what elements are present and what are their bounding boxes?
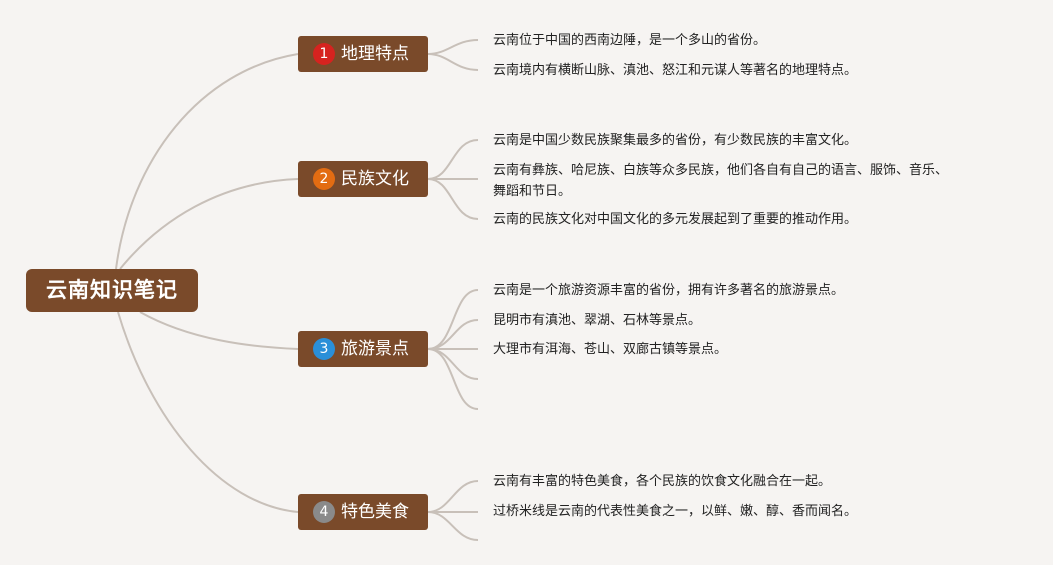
leaf-tourist-sites-1[interactable]: 云南是一个旅游资源丰富的省份，拥有许多著名的旅游景点。 bbox=[493, 283, 845, 298]
number-badge-4: 4 bbox=[313, 501, 335, 523]
connector-b3-empty-1 bbox=[427, 348, 479, 380]
connector-root-branch-4 bbox=[117, 311, 299, 513]
connector-b1-leaf-2 bbox=[427, 53, 479, 71]
leaf-tourist-sites-3[interactable]: 大理市有洱海、苍山、双廊古镇等景点。 bbox=[493, 342, 728, 357]
connector-b3-empty-2 bbox=[427, 348, 479, 410]
leaf-local-food-1[interactable]: 云南有丰富的特色美食，各个民族的饮食文化融合在一起。 bbox=[493, 474, 832, 489]
root-label: 云南知识笔记 bbox=[46, 278, 178, 302]
connector-b2-leaf-1 bbox=[427, 139, 479, 180]
connector-b4-leaf-1 bbox=[427, 480, 479, 513]
leaf-local-food-2[interactable]: 过桥米线是云南的代表性美食之一，以鲜、嫩、醇、香而闻名。 bbox=[493, 504, 858, 519]
connector-root-branch-3 bbox=[139, 311, 299, 350]
leaf-geography-1[interactable]: 云南位于中国的西南边陲，是一个多山的省份。 bbox=[493, 33, 767, 48]
branch-label-ethnic-culture: 民族文化 bbox=[341, 169, 409, 189]
branch-label-tourist-sites: 旅游景点 bbox=[341, 339, 409, 359]
connector-b1-leaf-1 bbox=[427, 39, 479, 55]
branch-node-geography[interactable]: 1 地理特点 bbox=[298, 36, 428, 72]
connector-root-branch-2 bbox=[119, 178, 299, 270]
leaf-ethnic-culture-1[interactable]: 云南是中国少数民族聚集最多的省份，有少数民族的丰富文化。 bbox=[493, 133, 858, 148]
connector-b2-leaf-3 bbox=[427, 178, 479, 220]
branch-node-local-food[interactable]: 4 特色美食 bbox=[298, 494, 428, 530]
leaf-ethnic-culture-2[interactable]: 云南有彝族、哈尼族、白族等众多民族，他们各自有自己的语言、服饰、音乐、 舞蹈和节… bbox=[493, 163, 949, 199]
branch-node-ethnic-culture[interactable]: 2 民族文化 bbox=[298, 161, 428, 197]
connector-b4-empty-1 bbox=[427, 511, 479, 541]
connector-b3-leaf-2 bbox=[427, 319, 479, 350]
connector-root-branch-1 bbox=[115, 53, 299, 270]
leaf-ethnic-culture-3[interactable]: 云南的民族文化对中国文化的多元发展起到了重要的推动作用。 bbox=[493, 212, 858, 227]
branch-label-geography: 地理特点 bbox=[341, 44, 409, 64]
number-badge-1: 1 bbox=[313, 43, 335, 65]
leaf-tourist-sites-2[interactable]: 昆明市有滇池、翠湖、石林等景点。 bbox=[493, 313, 702, 328]
leaf-geography-2[interactable]: 云南境内有横断山脉、滇池、怒江和元谋人等著名的地理特点。 bbox=[493, 63, 858, 78]
number-badge-3: 3 bbox=[313, 338, 335, 360]
number-badge-2: 2 bbox=[313, 168, 335, 190]
root-node[interactable]: 云南知识笔记 bbox=[26, 269, 198, 312]
connector-b3-leaf-1 bbox=[427, 289, 479, 350]
branch-label-local-food: 特色美食 bbox=[341, 502, 409, 522]
branch-node-tourist-sites[interactable]: 3 旅游景点 bbox=[298, 331, 428, 367]
